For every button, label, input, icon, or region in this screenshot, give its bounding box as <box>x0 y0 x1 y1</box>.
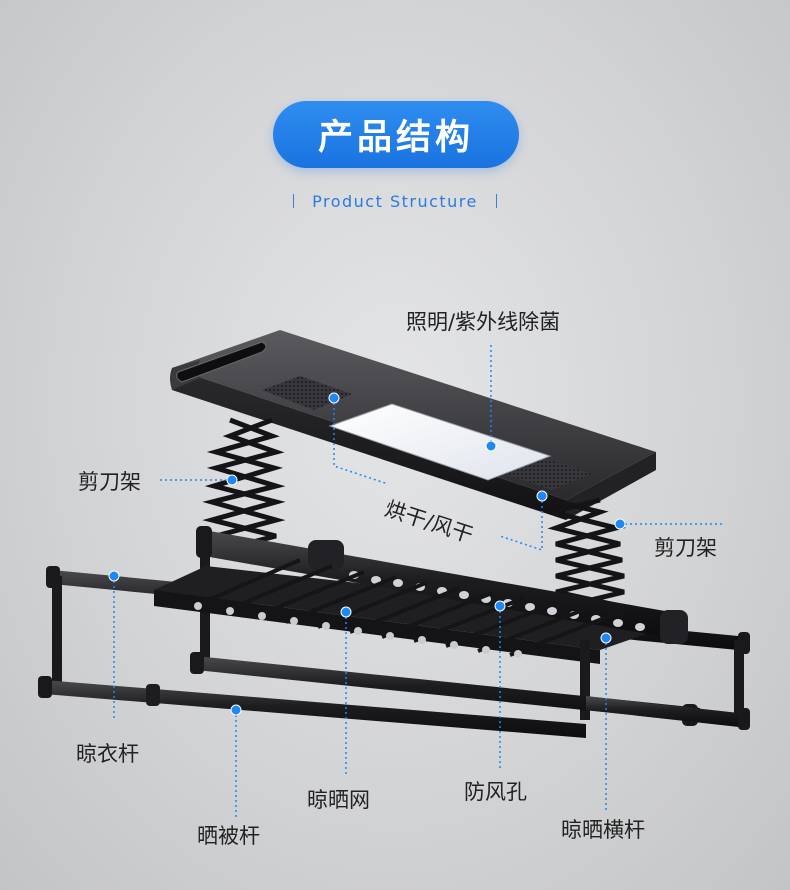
scissor-arm-left <box>202 417 286 555</box>
label-clothes-rod: 晾衣杆 <box>76 742 139 766</box>
label-vent-holes: 防风孔 <box>464 780 527 804</box>
label-drying-net: 晾晒网 <box>307 788 370 812</box>
subtitle-divider-left <box>293 194 295 208</box>
page-title: 产品结构 <box>317 118 474 158</box>
page-subtitle: Product Structure <box>312 191 478 211</box>
rack-body <box>38 526 750 738</box>
label-quilt-rod: 晒被杆 <box>197 824 260 848</box>
label-scissor-left: 剪刀架 <box>78 470 141 494</box>
label-lighting-uv: 照明/紫外线除菌 <box>406 310 561 334</box>
subtitle-row: Product Structure <box>0 188 790 214</box>
subtitle-divider-right <box>495 194 497 208</box>
callouts <box>113 345 724 818</box>
label-scissor-right: 剪刀架 <box>654 536 717 560</box>
title-pill: 产品结构 <box>273 101 519 168</box>
scissor-arm-right <box>547 497 626 609</box>
label-cross-bar: 晾晒横杆 <box>561 818 645 842</box>
callout-dots <box>108 392 626 716</box>
